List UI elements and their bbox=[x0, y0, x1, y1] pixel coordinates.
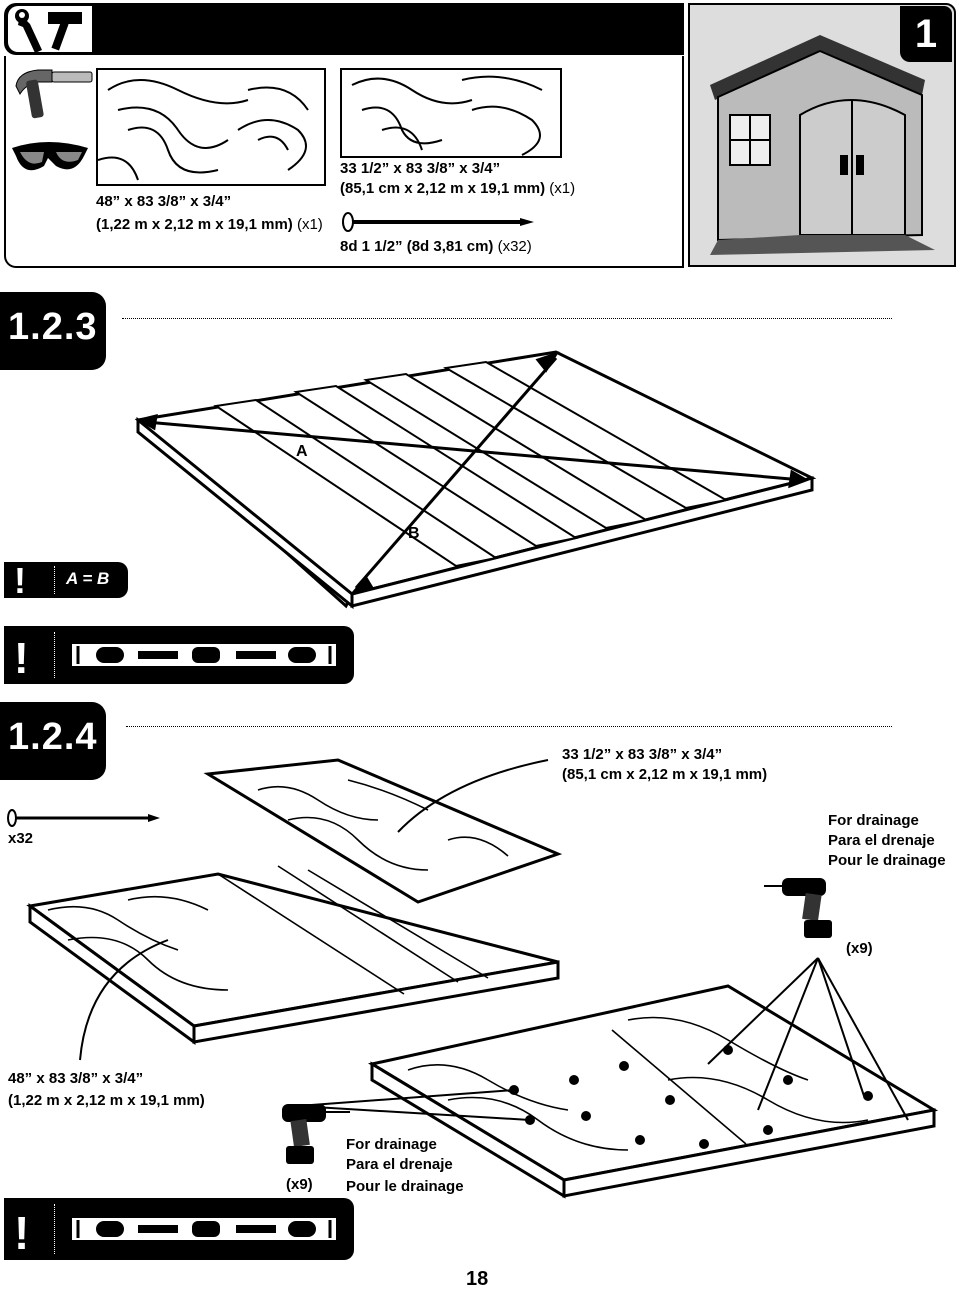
parts-box bbox=[4, 56, 684, 268]
panel-large-dims-in: 48” x 83 3/8” x 3/4” bbox=[96, 193, 232, 210]
small-panel-dims-in: 33 1/2” x 83 3/8” x 3/4” bbox=[562, 746, 723, 763]
drill-qty-bottom: (x9) bbox=[286, 1176, 313, 1193]
large-panel-dims-in: 48” x 83 3/8” x 3/4” bbox=[8, 1070, 144, 1087]
label-b: B bbox=[408, 525, 420, 542]
header-bar bbox=[4, 3, 684, 55]
drain2-label-en: For drainage bbox=[346, 1136, 437, 1153]
nail-label: 8d 1 1/2” (8d 3,81 cm) (x32) bbox=[340, 238, 532, 255]
shed-icon bbox=[710, 35, 935, 255]
level-icon-2 bbox=[70, 1216, 338, 1242]
panel-large-dims-m: (1,22 m x 2,12 m x 19,1 mm) (x1) bbox=[96, 216, 323, 233]
drain-label-en: For drainage bbox=[828, 812, 919, 829]
level-icon bbox=[70, 642, 338, 668]
label-a: A bbox=[296, 443, 308, 460]
step-number-badge: 1 bbox=[900, 6, 952, 62]
level-check-note-1: ! bbox=[4, 626, 354, 684]
drill-qty-top: (x9) bbox=[846, 940, 873, 957]
step-1-2-4-number: 1.2.4 bbox=[8, 716, 98, 758]
tools-icon bbox=[8, 6, 92, 53]
panel-small-dims-m: (85,1 cm x 2,12 m x 19,1 mm) (x1) bbox=[340, 180, 576, 197]
hammer-icon bbox=[15, 69, 93, 119]
panel-small-image bbox=[340, 68, 562, 158]
small-panel-dims-m: (85,1 cm x 2,12 m x 19,1 mm) bbox=[562, 766, 768, 783]
diagonal-check-note: ! A = B bbox=[4, 560, 128, 601]
nail-icon-small bbox=[7, 809, 160, 827]
nail-qty: x32 bbox=[8, 830, 34, 847]
drill-icon-bottom bbox=[282, 1104, 350, 1164]
panel-large-image bbox=[96, 68, 326, 186]
drain-label-fr: Pour le drainage bbox=[828, 852, 946, 869]
floor-panels-illustration bbox=[26, 758, 939, 1199]
safety-glasses-icon bbox=[12, 142, 88, 171]
level-check-note-2: ! bbox=[4, 1198, 354, 1260]
large-panel-dims-m: (1,22 m x 2,12 m x 19,1 mm) bbox=[8, 1092, 205, 1109]
drain2-label-es: Para el drenaje bbox=[346, 1156, 453, 1173]
floor-frame-illustration: A B bbox=[134, 350, 817, 610]
drain-label-es: Para el drenaje bbox=[828, 832, 935, 849]
step-1-2-3-number: 1.2.3 bbox=[8, 306, 98, 348]
panel-small-dims-in: 33 1/2” x 83 3/8” x 3/4” bbox=[340, 160, 501, 177]
page-number: 18 bbox=[466, 1268, 489, 1290]
shed-illustration-panel bbox=[688, 3, 956, 267]
step-1-2-3-tab: 1.2.3 bbox=[0, 292, 106, 370]
drain2-label-fr: Pour le drainage bbox=[346, 1178, 464, 1195]
drill-icon-top bbox=[764, 878, 832, 938]
nail-icon bbox=[342, 212, 534, 232]
step-1-2-4-tab: 1.2.4 bbox=[0, 702, 106, 780]
